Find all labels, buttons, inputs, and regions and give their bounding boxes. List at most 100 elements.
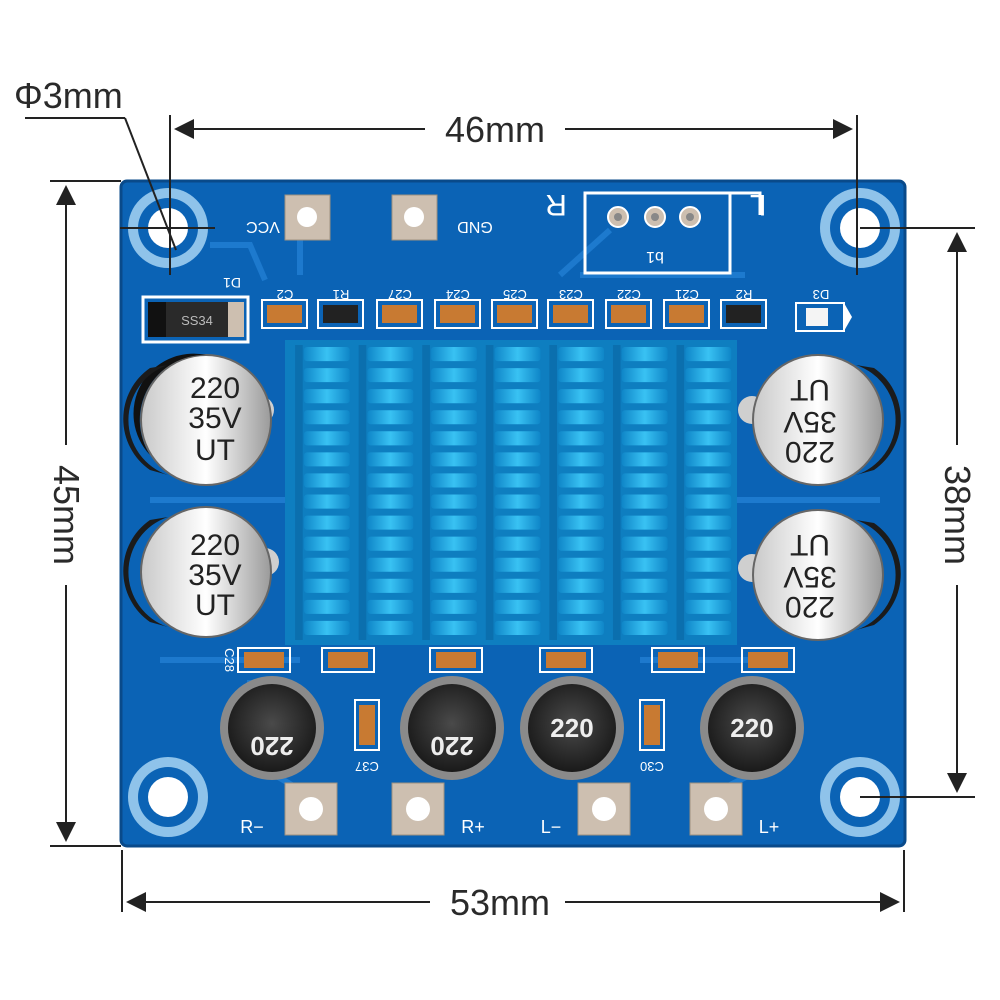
heatsink-fin [494, 473, 541, 488]
dim-hole-spacing-height: 38mm [860, 227, 978, 798]
speaker-terminal-l-plus: L+ [689, 782, 780, 837]
heatsink-fin [303, 599, 350, 614]
heatsink-fin [303, 431, 350, 446]
heatsink-fin [303, 620, 350, 635]
heatsink-fin [494, 494, 541, 509]
dim-board-height: 45mm [46, 180, 121, 847]
capacitor-bottom-left: 220 35V UT [123, 506, 279, 638]
heatsink-fin [685, 389, 732, 404]
heatsink-fin [303, 368, 350, 383]
heatsink-fin [558, 515, 605, 530]
heatsink-fin [621, 536, 668, 551]
heatsink-fin [303, 410, 350, 425]
smd-label: C28 [222, 648, 237, 672]
heatsink-fin [367, 389, 414, 404]
smd-r1: R1 [317, 287, 364, 329]
heatsink-fin [367, 515, 414, 530]
channel-label-right: R [545, 188, 567, 221]
capacitor-brand: UT [195, 589, 235, 622]
heatsink-fin [303, 389, 350, 404]
led-d3: D3 [795, 287, 852, 332]
heatsink-fin [303, 452, 350, 467]
heatsink-fin [431, 473, 477, 488]
heatsink-fin [431, 494, 477, 509]
input-header: b1 R L [545, 188, 767, 275]
heatsink-fin [685, 368, 732, 383]
heatsink-spine [295, 345, 303, 640]
smd-c23: C23 [547, 287, 594, 329]
heatsink-fin [367, 473, 414, 488]
speaker-terminal-l-minus: L− [541, 782, 631, 837]
heatsink-fin [303, 536, 350, 551]
heatsink-fin [685, 452, 732, 467]
heatsink-fin [558, 599, 605, 614]
terminal-label: R+ [461, 817, 485, 837]
heatsink-fin [367, 620, 414, 635]
top-smd-row: C2 R1 C27 C24 C25 C23 C22 C21 R2 D3 [261, 287, 852, 332]
heatsink-fin [494, 599, 541, 614]
bottom-smd-row: C28 C37 C30 [222, 647, 795, 774]
heatsink-fin [303, 494, 350, 509]
smd-c25: C25 [491, 287, 538, 329]
inductor-4: 220 [700, 676, 804, 780]
smd-label: R2 [736, 287, 753, 302]
smd-label: C25 [503, 287, 527, 302]
heatsink-spine [485, 345, 494, 640]
heatsink-fin [431, 410, 477, 425]
heatsink-fin [431, 536, 477, 551]
heatsink-fin [685, 347, 732, 362]
heatsink-fin [558, 620, 605, 635]
heatsink-fin [621, 557, 668, 572]
capacitor-voltage: 35V [188, 559, 241, 592]
heatsink-fin [685, 536, 732, 551]
heatsink-fin [558, 578, 605, 593]
heatsink-fin [621, 452, 668, 467]
speaker-terminal-r-minus: R− [240, 782, 338, 837]
capacitor-voltage: 35V [188, 402, 241, 435]
heatsink-fin [685, 473, 732, 488]
heatsink-spine [358, 345, 367, 640]
heatsink-fin [621, 431, 668, 446]
capacitor-brand: UT [195, 434, 235, 467]
heatsink-fin [685, 431, 732, 446]
heatsink-fin [431, 599, 477, 614]
heatsink-fin [685, 410, 732, 425]
gnd-label: GND [457, 218, 493, 235]
heatsink-fin [621, 515, 668, 530]
heatsink-spine [612, 345, 621, 640]
capacitor-value: 220 [190, 372, 240, 405]
heatsink-fin [685, 620, 732, 635]
heatsink-fin [431, 389, 477, 404]
capacitor-value: 220 [190, 529, 240, 562]
power-terminal-gnd: GND [391, 194, 493, 241]
heatsink-fin [558, 368, 605, 383]
heatsink-fin [558, 473, 605, 488]
heatsink-fin [431, 347, 477, 362]
inductor-1: 220 [220, 676, 324, 780]
heatsink-fin [558, 494, 605, 509]
capacitor-value: 220 [785, 590, 835, 623]
heatsink-fin [494, 431, 541, 446]
heatsink-fin [303, 347, 350, 362]
heatsink-spine [676, 345, 685, 640]
capacitor-brand: UT [790, 373, 830, 406]
dim-hole-diameter-label: Φ3mm [14, 75, 123, 116]
heatsink-fin [621, 368, 668, 383]
heatsink-fin [621, 347, 668, 362]
heatsink-fin [685, 599, 732, 614]
dim-board-width-label: 53mm [450, 882, 550, 923]
heatsink-fin [494, 578, 541, 593]
capacitor-voltage: 35V [783, 560, 836, 593]
inductor-value: 220 [430, 731, 473, 761]
heatsink-fin [431, 431, 477, 446]
channel-label-left: L [750, 188, 767, 221]
capacitor-voltage: 35V [783, 405, 836, 438]
terminal-label: L+ [759, 817, 780, 837]
heatsink-fin [367, 431, 414, 446]
heatsink-fin [367, 368, 414, 383]
dim-board-height-label: 45mm [46, 465, 87, 565]
heatsink-fin [494, 410, 541, 425]
heatsink-fin [303, 473, 350, 488]
heatsink-fin [367, 578, 414, 593]
